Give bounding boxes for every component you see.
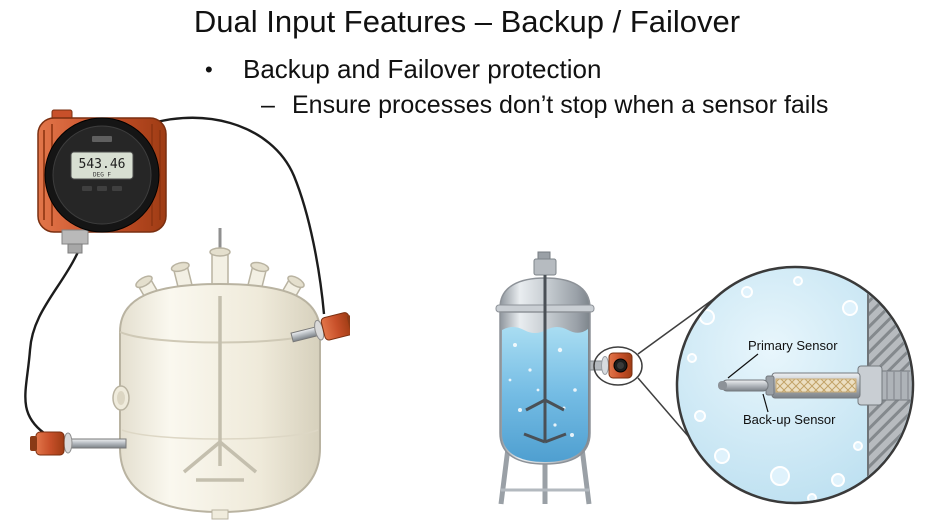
probe-hex-fitting — [857, 365, 883, 406]
subbullet-text: Ensure processes don’t stop when a senso… — [292, 91, 829, 119]
transmitter-buttons — [82, 186, 122, 191]
primary-sensor-leader-line — [727, 353, 759, 379]
bullet-text: Backup and Failover protection — [243, 54, 602, 84]
transmitter-and-reactor-illustration: 543.46 DEG F — [24, 109, 350, 520]
mount-foot — [67, 243, 83, 254]
primary-sensor-label: Primary Sensor — [748, 338, 838, 353]
display-unit: DEG F — [93, 172, 111, 179]
housing-fins — [43, 124, 161, 226]
process-tank — [495, 251, 595, 505]
tank-agitator — [523, 275, 567, 444]
lcd-display — [70, 151, 134, 180]
callout-bubbles — [687, 276, 863, 502]
bottom-drain — [211, 509, 229, 520]
bullet-marker: • — [205, 57, 213, 82]
sensor-magnified-callout: Primary Sensor Back-up Sensor — [675, 265, 915, 505]
probe-tip — [721, 379, 769, 392]
subbullet-sensor-fails: –Ensure processes don’t stop when a sens… — [261, 91, 828, 120]
tank-and-sensor-callout-illustration: Primary Sensor Back-up Sensor — [495, 251, 915, 505]
backup-sensor-label: Back-up Sensor — [743, 412, 836, 427]
magnifier-source-ellipse — [593, 346, 643, 386]
reactor-vessel — [112, 228, 321, 520]
slide-title: Dual Input Features – Backup / Failover — [193, 4, 741, 39]
dual-element-probe — [718, 365, 912, 406]
display-value: 543.46 — [79, 157, 126, 172]
brand-badge — [92, 136, 112, 142]
mount-bracket — [61, 229, 89, 245]
sensor-upper-right — [290, 312, 350, 343]
tank-sensor — [589, 346, 643, 386]
vessel-agitator — [182, 296, 258, 482]
probe-insulation-cutaway — [775, 378, 857, 393]
backup-sensor-leader-line — [762, 393, 769, 413]
signal-wires — [24, 116, 326, 434]
dash-marker: – — [261, 91, 275, 119]
sensor-lower-left — [30, 431, 127, 456]
tank-legs — [498, 447, 592, 505]
temperature-transmitter: 543.46 DEG F — [37, 109, 167, 254]
tank-bubbles — [508, 343, 577, 437]
bullet-backup-failover: • Backup and Failover protection — [205, 54, 601, 85]
